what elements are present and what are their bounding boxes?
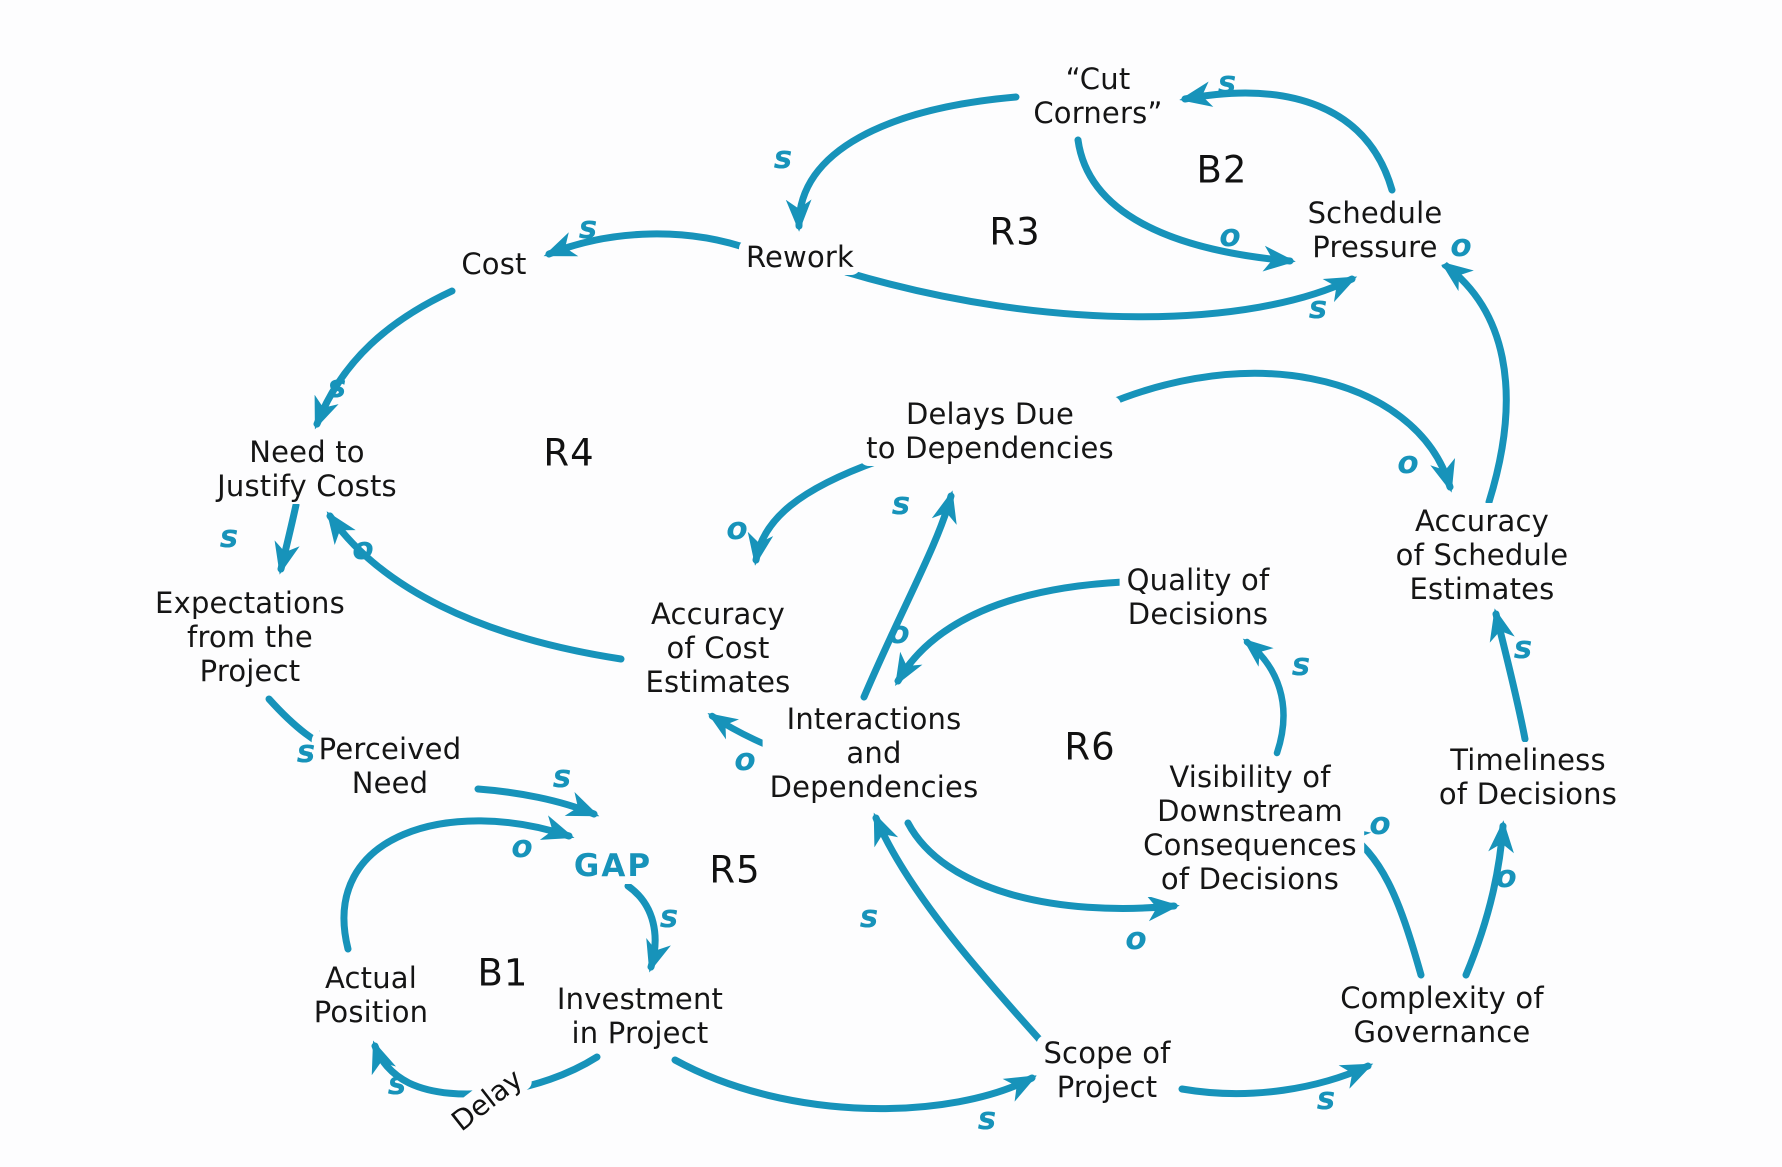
edge-complexity-to-timeliness — [1462, 820, 1514, 979]
node-cut-corners: “Cut Corners” — [1026, 61, 1170, 131]
polarity-scope-interactions: s — [859, 899, 879, 935]
node-actual-position: Actual Position — [306, 960, 436, 1030]
edge-schedule-pressure-to-cut-corners — [1179, 81, 1396, 194]
edge-gap-to-investment — [624, 882, 671, 973]
polarity-cutcorners-rework: s — [773, 140, 793, 176]
edge-acc-cost-to-need-justify-costs — [326, 511, 625, 663]
edge-cut-corners-to-rework — [785, 93, 1020, 232]
polarity-cost-need: s — [327, 369, 347, 405]
node-gap: GAP — [566, 848, 660, 884]
edge-scope-to-complexity — [1178, 1062, 1374, 1098]
polarity-sp-cutcorners: s — [1217, 65, 1237, 101]
edge-need-justify-costs-to-expectations — [274, 501, 300, 575]
loop-label-b2: B2 — [1196, 148, 1248, 192]
loop-label-r6: R6 — [1064, 725, 1116, 769]
node-rework: Rework — [738, 239, 862, 275]
edge-scope-to-interactions — [872, 812, 1044, 1044]
edge-investment-to-scope — [671, 1056, 1038, 1113]
edge-cost-to-need-justify-costs — [313, 287, 456, 430]
loop-label-b1: B1 — [477, 951, 529, 995]
polarity-quality-interactions: o — [888, 615, 910, 651]
node-acc-schedule: Accuracy of Schedule Estimates — [1388, 503, 1576, 607]
node-timeliness: Timeliness of Decisions — [1431, 742, 1625, 812]
polarity-rework-sp: s — [1308, 290, 1328, 326]
polarity-rework-cost: s — [578, 210, 598, 246]
edge-timeliness-to-acc-schedule — [1489, 608, 1529, 743]
edge-cut-corners-to-schedule-pressure — [1074, 136, 1296, 272]
edge-delays-to-acc-cost — [747, 457, 882, 566]
edge-interactions-to-visibility — [904, 819, 1180, 922]
polarity-investment-actual: s — [387, 1066, 407, 1102]
polarity-acccost-need: o — [352, 531, 374, 567]
node-investment: Investment in Project — [549, 981, 731, 1051]
polarity-scope-complexity: s — [1316, 1081, 1336, 1117]
polarity-investment-scope: s — [977, 1101, 997, 1137]
edge-rework-to-cost — [543, 230, 756, 258]
polarity-cutcorners-sp: o — [1219, 218, 1241, 254]
polarity-complexity-visibility: o — [1369, 806, 1391, 842]
node-schedule-pressure: Schedule Pressure — [1300, 195, 1450, 265]
node-acc-cost: Accuracy of Cost Estimates — [638, 596, 798, 700]
loop-label-r4: R4 — [543, 431, 595, 475]
polarity-interactions-acccost: o — [734, 742, 756, 778]
node-expectations: Expectations from the Project — [148, 585, 352, 689]
loop-label-r5: R5 — [709, 848, 761, 892]
node-delays: Delays Due to Dependencies — [859, 396, 1121, 466]
edge-visibility-to-quality — [1242, 638, 1287, 757]
node-visibility: Visibility of Downstream Consequences of… — [1136, 759, 1364, 897]
node-quality: Quality of Decisions — [1119, 562, 1277, 632]
edge-acc-schedule-to-schedule-pressure — [1440, 261, 1510, 506]
polarity-delays-accschedule: o — [1397, 445, 1419, 481]
polarity-need-expectations: s — [219, 519, 239, 555]
polarity-actual-gap: o — [511, 829, 533, 865]
node-interactions: Interactions and Dependencies — [762, 701, 986, 805]
polarity-gap-investment: s — [659, 899, 679, 935]
polarity-delays-acccost: o — [726, 511, 748, 547]
edge-investment-to-actual-position — [371, 1040, 601, 1098]
polarity-complexity-timeliness: o — [1495, 859, 1517, 895]
polarity-perceived-gap: s — [552, 759, 572, 795]
edge-interactions-to-delays — [860, 490, 957, 701]
edge-perceived-need-to-gap — [474, 785, 600, 818]
polarity-interactions-delays: s — [891, 486, 911, 522]
node-need-justify-costs: Need to Justify Costs — [210, 434, 404, 504]
edge-actual-position-to-gap — [340, 815, 575, 953]
node-complexity: Complexity of Governance — [1333, 980, 1551, 1050]
node-cost: Cost — [454, 246, 534, 282]
edge-rework-to-schedule-pressure — [842, 268, 1358, 321]
node-perceived-need: Perceived Need — [311, 731, 469, 801]
polarity-visibility-quality: s — [1291, 647, 1311, 683]
node-scope: Scope of Project — [1036, 1035, 1178, 1105]
polarity-interactions-visibility: o — [1125, 921, 1147, 957]
polarity-expectations-perceived: s — [296, 734, 316, 770]
polarity-timeliness-accschedule: s — [1513, 630, 1533, 666]
loop-label-r3: R3 — [989, 210, 1041, 254]
edge-delays-to-acc-schedule — [1062, 369, 1456, 493]
edge-quality-to-interactions — [894, 578, 1127, 687]
polarity-accschedule-sp: o — [1450, 228, 1472, 264]
